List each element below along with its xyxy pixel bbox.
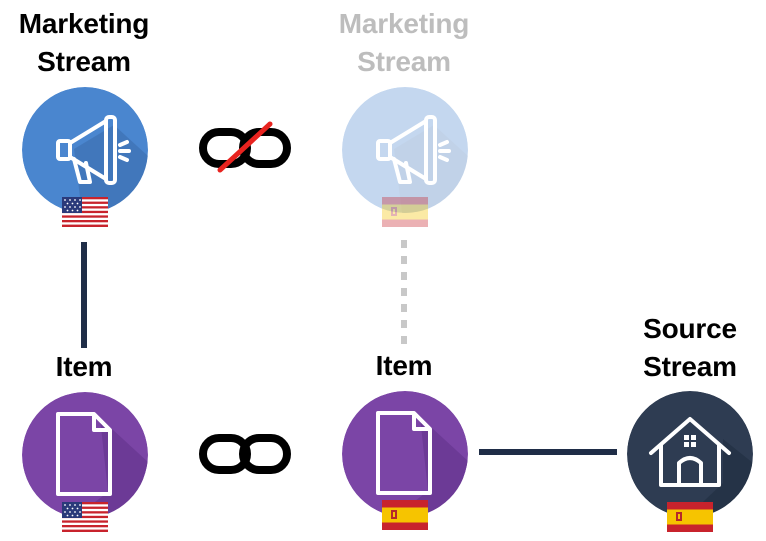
link-icon [199, 434, 291, 474]
house-icon [649, 417, 731, 487]
us-flag-icon [62, 502, 108, 532]
connector-item-es-to-source-es [479, 449, 617, 455]
connector-marketing-es-to-item-es [401, 240, 407, 344]
document-icon [56, 412, 112, 496]
source-stream-es-label: Source Stream [643, 313, 737, 382]
megaphone-icon [56, 115, 131, 185]
marketing-stream-es-node[interactable] [342, 87, 468, 213]
marketing-stream-es-label: Marketing Stream [338, 8, 470, 77]
document-icon [376, 411, 432, 495]
marketing-stream-us-node[interactable] [22, 87, 148, 213]
source-stream-es-node[interactable] [627, 391, 753, 517]
item-us-label: Item [55, 351, 113, 382]
window-icon [684, 435, 696, 447]
item-us-node[interactable] [22, 392, 148, 518]
marketing-stream-us-label: Marketing Stream [18, 8, 150, 77]
spain-flag-icon [382, 500, 428, 530]
item-es-label: Item [375, 350, 433, 381]
us-flag-icon [62, 197, 108, 227]
connector-marketing-us-to-item-us [81, 242, 87, 348]
item-es-node[interactable] [342, 391, 468, 517]
spain-flag-icon [382, 197, 428, 227]
megaphone-icon [376, 115, 451, 185]
spain-flag-icon [667, 502, 713, 532]
broken-link-icon [199, 121, 291, 173]
